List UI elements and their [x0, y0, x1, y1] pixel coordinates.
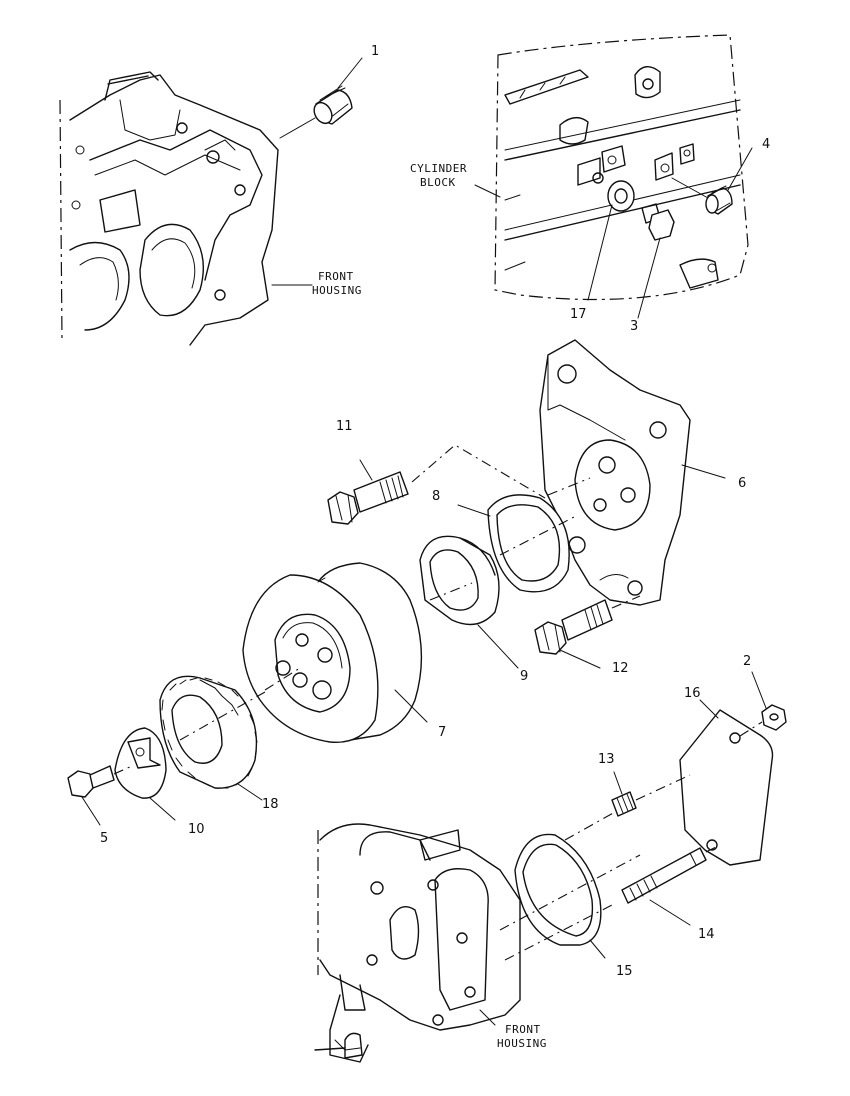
callout-14: 14 — [698, 927, 715, 942]
callout-11: 11 — [336, 419, 353, 434]
front-housing-top-left — [59, 71, 279, 346]
cylinder-block-label-line2: BLOCK — [420, 176, 456, 189]
callout-10: 10 — [188, 822, 205, 837]
part-10-plate — [114, 727, 176, 821]
part-5-bolt — [67, 765, 133, 826]
part-12-bolt — [534, 595, 641, 669]
part-8-gasket — [457, 477, 591, 593]
callout-8: 8 — [432, 489, 440, 504]
part-4-plug — [671, 147, 753, 215]
part-3-plug — [637, 203, 675, 319]
cylinder-block-label-line1: CYLINDER — [410, 162, 467, 175]
callout-7: 7 — [438, 725, 446, 740]
front-housing-bottom-label-line1: FRONT — [505, 1023, 541, 1036]
callout-3: 3 — [630, 319, 638, 334]
front-housing-bottom-label-line2: HOUSING — [497, 1037, 547, 1050]
part-9-ring — [419, 535, 519, 669]
labels: CYLINDER BLOCK FRONT HOUSING FRONT HOUSI… — [271, 162, 547, 1050]
callouts: 1 2 3 4 5 6 7 8 9 10 11 12 13 14 15 16 1… — [100, 44, 770, 979]
part-13-stud — [611, 771, 691, 817]
callout-6: 6 — [738, 476, 746, 491]
part-2-nut — [751, 671, 787, 731]
front-housing-top-label-line1: FRONT — [318, 270, 354, 283]
part-16-cover — [679, 699, 774, 866]
part-15-gasket — [499, 811, 641, 961]
callout-12: 12 — [612, 661, 629, 676]
callout-2: 2 — [743, 654, 751, 669]
callout-18: 18 — [262, 797, 279, 812]
front-housing-bottom — [314, 823, 521, 1063]
callout-13: 13 — [598, 752, 615, 767]
callout-15: 15 — [616, 964, 633, 979]
part-17-washer — [587, 180, 635, 301]
part-7-hub — [242, 562, 428, 744]
callout-9: 9 — [520, 669, 528, 684]
part-14-stud — [621, 845, 719, 926]
callout-1: 1 — [371, 44, 379, 59]
part-18-gear — [159, 675, 266, 801]
cylinder-block — [474, 34, 749, 301]
callout-4: 4 — [762, 137, 770, 152]
part-11-bolt — [327, 444, 546, 525]
front-housing-top-label-line2: HOUSING — [312, 284, 362, 297]
part-1-plug — [279, 57, 363, 139]
callout-16: 16 — [684, 686, 701, 701]
callout-5: 5 — [100, 831, 108, 846]
callout-17: 17 — [570, 307, 587, 322]
